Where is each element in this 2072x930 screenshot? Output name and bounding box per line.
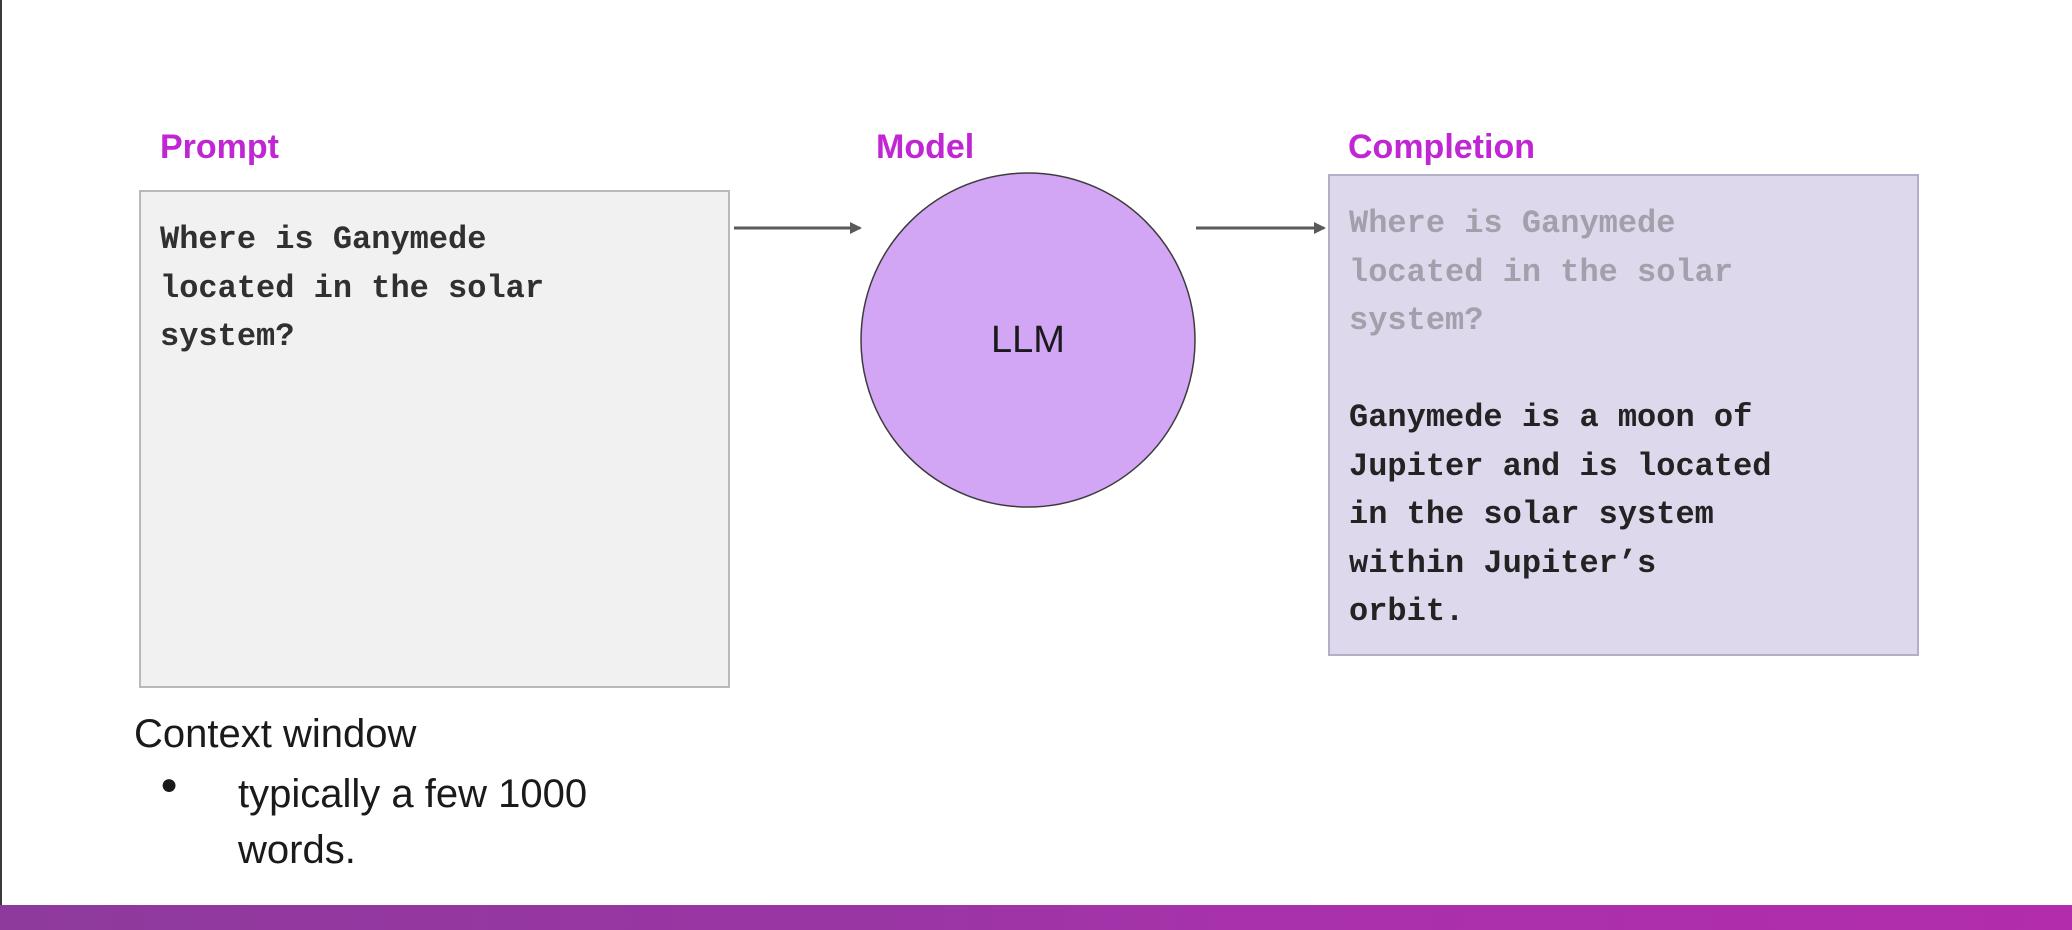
completion-answer-text: Ganymede is a moon of Jupiter and is loc… <box>1349 399 1772 630</box>
prompt-text: Where is Ganymede located in the solar s… <box>160 221 545 355</box>
context-window-bullet: typically a few 1000 words. <box>238 772 588 872</box>
completion-label: Completion <box>1348 128 1535 166</box>
slide-left-border <box>0 0 2 905</box>
bullet-dot-icon: ● <box>160 768 179 801</box>
context-window-title: Context window <box>134 712 417 756</box>
model-label: Model <box>876 128 975 166</box>
model-circle <box>860 172 1196 508</box>
model-node: LLM <box>860 172 1200 512</box>
footer-bar <box>0 905 2072 930</box>
prompt-label: Prompt <box>160 128 279 166</box>
completion-box: Where is Ganymede located in the solar s… <box>1328 174 1919 656</box>
llm-label: LLM <box>991 318 1065 361</box>
prompt-box: Where is Ganymede located in the solar s… <box>139 190 730 688</box>
completion-echo-text: Where is Ganymede located in the solar s… <box>1349 205 1734 339</box>
